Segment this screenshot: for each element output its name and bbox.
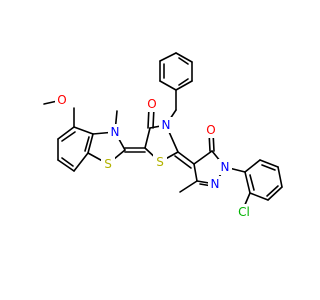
atom-labels: O N S O N S O N	[55, 92, 254, 220]
thiazolidinone-carbonyl-oxygen-label: O	[145, 96, 159, 112]
methoxy-oxygen-label: O	[55, 92, 69, 108]
thiazolidine-nitrogen-text: N	[162, 118, 171, 132]
pyrazole-n1-label: N	[218, 159, 232, 175]
benzothiazole-nitrogen-text: N	[111, 125, 120, 139]
pyrazolone-oxygen-label: O	[204, 122, 218, 138]
molecule-structure: O N S O N S O N	[43, 52, 283, 220]
thiazolidine-nitrogen-label: N	[159, 117, 173, 133]
chlorine-label: Cl	[234, 204, 254, 220]
thiazolidine-sulfur-text: S	[156, 155, 164, 169]
pyrazole-n2-label: N	[208, 176, 222, 192]
benzothiazole-sulfur-text: S	[104, 157, 112, 171]
thiazolidinone-carbonyl-oxygen-text: O	[147, 97, 156, 111]
thiazolidine-sulfur-label: S	[153, 154, 167, 170]
methoxy-oxygen-text: O	[57, 93, 66, 107]
benzothiazole-sulfur-label: S	[101, 156, 115, 172]
pyrazolone-oxygen-text: O	[206, 123, 215, 137]
pyrazole-n2-text: N	[211, 177, 220, 191]
benzothiazole-nitrogen-label: N	[108, 124, 122, 140]
chlorine-text: Cl	[238, 205, 250, 219]
pyrazole-n1-text: N	[221, 160, 230, 174]
